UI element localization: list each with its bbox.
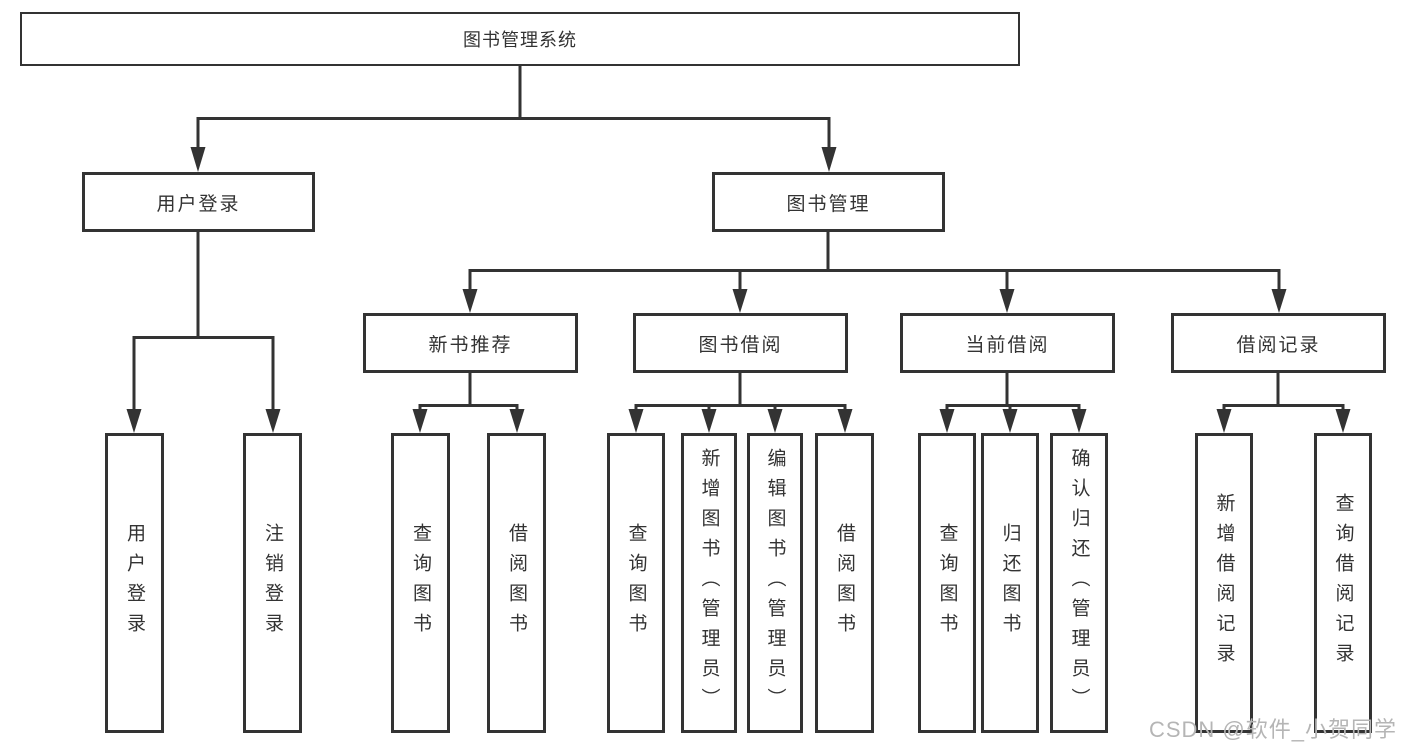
leaf-query-borrow-record: 查询借阅记录 (1314, 433, 1372, 733)
node-label: 用户登录 (156, 193, 241, 215)
node-label: 图书管理系统 (463, 30, 577, 50)
node-label: 借阅图书 (506, 523, 527, 643)
leaf-user-login: 用户登录 (105, 433, 164, 733)
node-label: 借阅图书 (834, 523, 855, 643)
node-current-borrow: 当前借阅 (900, 313, 1115, 373)
node-label: 注销登录 (262, 523, 283, 643)
node-label: 用户登录 (124, 523, 145, 643)
node-new-book-recommend: 新书推荐 (363, 313, 578, 373)
leaf-query-books-current: 查询图书 (918, 433, 976, 733)
node-book-borrow: 图书借阅 (633, 313, 848, 373)
node-label: 确认归还（管理员） (1068, 448, 1090, 718)
leaf-add-borrow-record: 新增借阅记录 (1195, 433, 1253, 733)
leaf-logout: 注销登录 (243, 433, 302, 733)
leaf-return-book: 归还图书 (981, 433, 1039, 733)
leaf-query-books-recommend: 查询图书 (391, 433, 450, 733)
node-label: 新书推荐 (428, 334, 513, 356)
node-label: 查询图书 (625, 523, 647, 643)
node-label: 查询借阅记录 (1332, 493, 1354, 673)
leaf-borrow-books-recommend: 借阅图书 (487, 433, 546, 733)
node-label: 图书管理 (786, 193, 871, 215)
leaf-confirm-return-admin: 确认归还（管理员） (1050, 433, 1108, 733)
leaf-borrow-books: 借阅图书 (815, 433, 874, 733)
node-label: 归还图书 (999, 523, 1021, 643)
leaf-edit-book-admin: 编辑图书（管理员） (747, 433, 803, 733)
node-book-management: 图书管理 (712, 172, 945, 232)
leaf-query-books-borrow: 查询图书 (607, 433, 665, 733)
node-user-login: 用户登录 (82, 172, 315, 232)
node-label: 当前借阅 (965, 334, 1050, 356)
node-label: 新增借阅记录 (1213, 493, 1235, 673)
node-label: 新增图书（管理员） (698, 448, 720, 718)
node-label: 查询图书 (410, 523, 431, 643)
node-label: 图书借阅 (698, 334, 783, 356)
leaf-add-book-admin: 新增图书（管理员） (681, 433, 737, 733)
node-label: 借阅记录 (1236, 334, 1321, 356)
node-label: 编辑图书（管理员） (764, 448, 786, 718)
node-label: 查询图书 (936, 523, 958, 643)
csdn-watermark: CSDN @软件_小贺同学 (1148, 717, 1397, 742)
node-borrow-records: 借阅记录 (1171, 313, 1386, 373)
root-node-system: 图书管理系统 (20, 12, 1020, 66)
